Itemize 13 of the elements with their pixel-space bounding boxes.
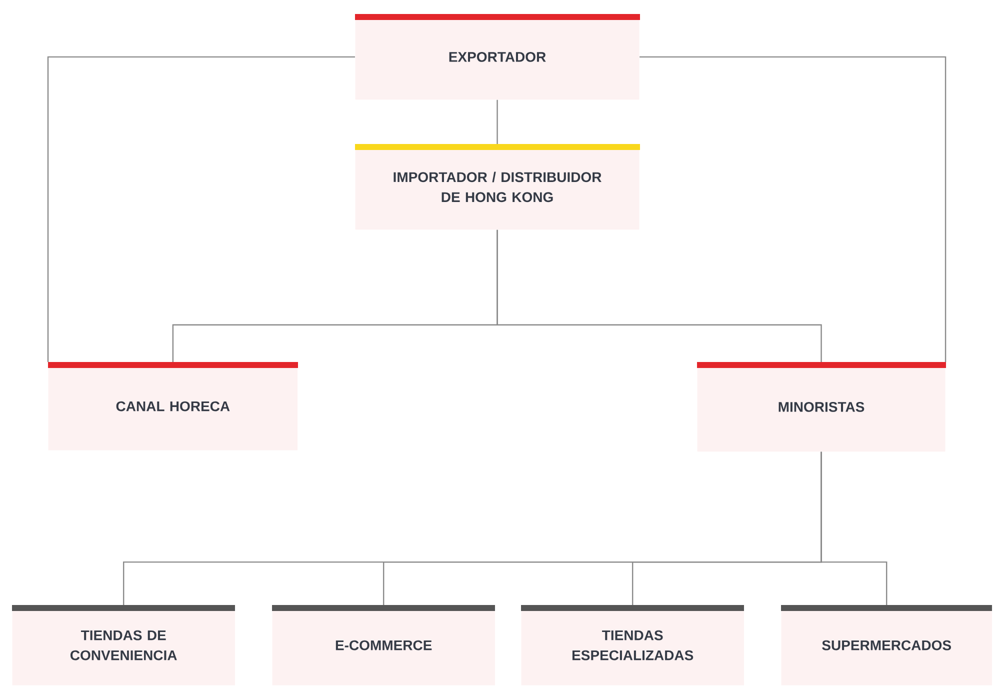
process-box: CANAL HORECA [48, 362, 298, 450]
connector-line [47, 56, 355, 362]
connector-line [496, 100, 498, 144]
process-box: E-COMMERCE [272, 605, 495, 686]
process-box: IMPORTADOR / DISTRIBUIDOR DE HONG KONG [355, 144, 640, 230]
connector-line [640, 56, 946, 362]
process-box: MINORISTAS [697, 362, 946, 452]
process-box: EXPORTADOR [355, 14, 640, 100]
process-box: TIENDAS DE CONVENIENCIA [12, 605, 235, 686]
connector-line [496, 230, 822, 362]
process-box: TIENDAS ESPECIALIZADAS [521, 605, 744, 686]
process-box: SUPERMERCADOS [781, 605, 992, 686]
connector-line [820, 452, 888, 605]
